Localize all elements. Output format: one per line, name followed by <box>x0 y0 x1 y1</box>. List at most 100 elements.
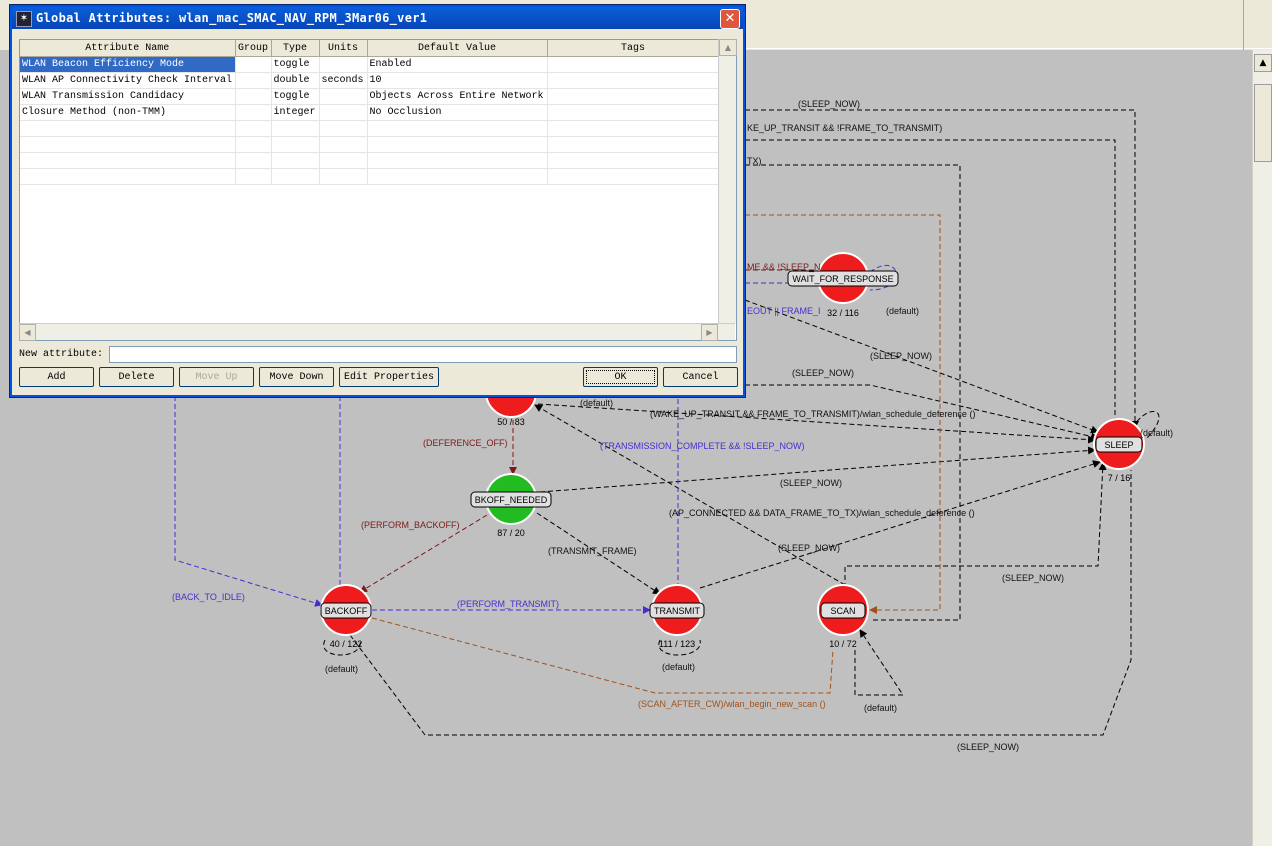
svg-text:40 / 122: 40 / 122 <box>330 639 363 649</box>
table-row-empty[interactable] <box>20 136 720 153</box>
cell-tags[interactable] <box>547 88 720 105</box>
cell-default-value[interactable]: No Occlusion <box>367 104 548 121</box>
toolbar-divider <box>745 48 1272 49</box>
canvas-vertical-scrollbar[interactable]: ▲ <box>1252 50 1272 846</box>
table-row-empty[interactable] <box>20 152 720 169</box>
cell-attribute-name[interactable]: WLAN AP Connectivity Check Interval <box>20 72 236 89</box>
state-sleep[interactable]: SLEEP 7 / 16 <box>1093 418 1145 483</box>
dialog-title: Global Attributes: wlan_mac_SMAC_NAV_RPM… <box>36 11 428 25</box>
table-row-empty[interactable] <box>20 168 720 185</box>
svg-text:(default): (default) <box>662 662 695 672</box>
label-deference-off: (DEFERENCE_OFF) <box>423 438 508 448</box>
new-attribute-input[interactable] <box>109 346 737 363</box>
cell-tags[interactable] <box>547 104 720 121</box>
add-button[interactable]: Add <box>19 367 94 387</box>
cell-group[interactable] <box>235 56 272 73</box>
new-attribute-label: New attribute: <box>19 349 104 360</box>
cell-tags[interactable] <box>547 72 720 89</box>
label-perform-backoff: (PERFORM_BACKOFF) <box>361 520 460 530</box>
svg-text:(SLEEP_NOW): (SLEEP_NOW) <box>1002 573 1064 583</box>
cell-units[interactable] <box>319 104 368 121</box>
label-perform-transmit: (PERFORM_TRANSMIT) <box>457 599 559 609</box>
ok-button[interactable]: OK <box>583 367 658 387</box>
label-sleep-now-top: (SLEEP_NOW) <box>798 99 860 109</box>
table-row[interactable]: Closure Method (non-TMM) integer No Occl… <box>20 104 720 121</box>
table-row[interactable]: WLAN Transmission Candidacy toggle Objec… <box>20 88 720 105</box>
move-down-button[interactable]: Move Down <box>259 367 334 387</box>
svg-text:32 / 116: 32 / 116 <box>827 308 859 318</box>
table-row[interactable]: WLAN AP Connectivity Check Interval doub… <box>20 72 720 89</box>
cell-default-value[interactable]: Objects Across Entire Network <box>367 88 548 105</box>
svg-text:SLEEP: SLEEP <box>1104 440 1133 450</box>
svg-text:EOUT || FRAME_I: EOUT || FRAME_I <box>747 306 821 316</box>
state-bkoff-needed[interactable]: BKOFF_NEEDED 87 / 20 <box>470 473 552 538</box>
cell-type[interactable]: toggle <box>271 56 320 73</box>
state-backoff[interactable]: BACKOFF 40 / 122 <box>320 584 372 649</box>
label-wake-up: KE_UP_TRANSIT && !FRAME_TO_TRANSMIT) <box>747 123 942 133</box>
transition-wake-up <box>745 139 1119 429</box>
table-horizontal-scrollbar[interactable]: ◀ ▶ <box>19 323 735 341</box>
state-scan[interactable]: SCAN 10 / 72 <box>817 584 869 649</box>
move-up-button[interactable]: Move Up <box>179 367 254 387</box>
state-partial[interactable]: 50 / 83 <box>484 391 538 427</box>
attributes-table: Attribute Name Group Type Units Default … <box>19 39 737 341</box>
toolbar-separator <box>1243 0 1244 50</box>
svg-text:50 / 83: 50 / 83 <box>497 417 525 427</box>
close-icon[interactable]: ✕ <box>720 9 740 29</box>
state-wait-for-response[interactable]: WAIT_FOR_RESPONSE 32 / 116 <box>787 252 899 318</box>
table-row-empty[interactable] <box>20 120 720 137</box>
label-ap-connected: (AP_CONNECTED && DATA_FRAME_TO_TX)/wlan_… <box>669 508 975 518</box>
column-header-default-value[interactable]: Default Value <box>367 40 548 57</box>
label-transmit-frame: (TRANSMIT_FRAME) <box>548 546 637 556</box>
cell-attribute-name[interactable]: Closure Method (non-TMM) <box>20 104 236 121</box>
cell-type[interactable]: toggle <box>271 88 320 105</box>
column-header-tags[interactable]: Tags <box>547 40 720 57</box>
svg-text:(SLEEP_NOW): (SLEEP_NOW) <box>870 351 932 361</box>
svg-text:WAIT_FOR_RESPONSE: WAIT_FOR_RESPONSE <box>792 274 893 284</box>
cell-default-value[interactable]: Enabled <box>367 56 548 73</box>
transition-scan-after-cw <box>371 617 834 694</box>
svg-text:(SLEEP_NOW): (SLEEP_NOW) <box>780 478 842 488</box>
scroll-up-arrow-icon[interactable]: ▲ <box>719 39 737 56</box>
edit-properties-button[interactable]: Edit Properties <box>339 367 439 387</box>
svg-text:BKOFF_NEEDED: BKOFF_NEEDED <box>475 495 548 505</box>
cell-attribute-name[interactable]: WLAN Transmission Candidacy <box>20 88 236 105</box>
transition-perform-backoff <box>359 514 488 593</box>
cell-units[interactable]: seconds <box>319 72 368 89</box>
state-transmit[interactable]: TRANSMIT 111 / 123 <box>649 584 705 649</box>
cell-type[interactable]: double <box>271 72 320 89</box>
cell-units[interactable] <box>319 56 368 73</box>
column-header-type[interactable]: Type <box>271 40 320 57</box>
cell-group[interactable] <box>235 88 272 105</box>
svg-text:(SLEEP_NOW): (SLEEP_NOW) <box>778 543 840 553</box>
cell-attribute-name[interactable]: WLAN Beacon Efficiency Mode <box>20 56 236 73</box>
cell-tags[interactable] <box>547 56 720 73</box>
cell-group[interactable] <box>235 72 272 89</box>
fsm-diagram: WAIT_FOR_RESPONSE 32 / 116 50 / 83 SLEEP… <box>172 99 1173 752</box>
scroll-left-arrow-icon[interactable]: ◀ <box>19 324 36 341</box>
delete-button[interactable]: Delete <box>99 367 174 387</box>
svg-text:(default): (default) <box>580 398 613 408</box>
dialog-title-bar[interactable]: ✶ Global Attributes: wlan_mac_SMAC_NAV_R… <box>12 7 743 29</box>
scroll-up-arrow-icon[interactable]: ▲ <box>1254 54 1272 72</box>
transition-sleep-now-top <box>745 109 1139 429</box>
scroll-thumb[interactable] <box>1254 84 1272 162</box>
column-header-group[interactable]: Group <box>235 40 272 57</box>
label-scan-after-cw: (SCAN_AFTER_CW)/wlan_begin_new_scan () <box>638 699 826 709</box>
svg-text:7 / 16: 7 / 16 <box>1108 473 1131 483</box>
cell-type[interactable]: integer <box>271 104 320 121</box>
table-row[interactable]: WLAN Beacon Efficiency Mode toggle Enabl… <box>20 56 720 73</box>
cell-default-value[interactable]: 10 <box>367 72 548 89</box>
column-header-attribute-name[interactable]: Attribute Name <box>20 40 236 57</box>
cancel-button[interactable]: Cancel <box>663 367 738 387</box>
svg-text:(default): (default) <box>325 664 358 674</box>
svg-text:(SLEEP_NOW): (SLEEP_NOW) <box>792 368 854 378</box>
scroll-right-arrow-icon[interactable]: ▶ <box>701 324 718 341</box>
cell-group[interactable] <box>235 104 272 121</box>
table-vertical-scrollbar[interactable]: ▲ <box>718 39 737 323</box>
transition-back-to-idle <box>174 396 323 607</box>
cell-units[interactable] <box>319 88 368 105</box>
svg-text:SCAN: SCAN <box>830 606 855 616</box>
column-header-units[interactable]: Units <box>319 40 368 57</box>
table-header-row: Attribute Name Group Type Units Default … <box>20 40 720 57</box>
